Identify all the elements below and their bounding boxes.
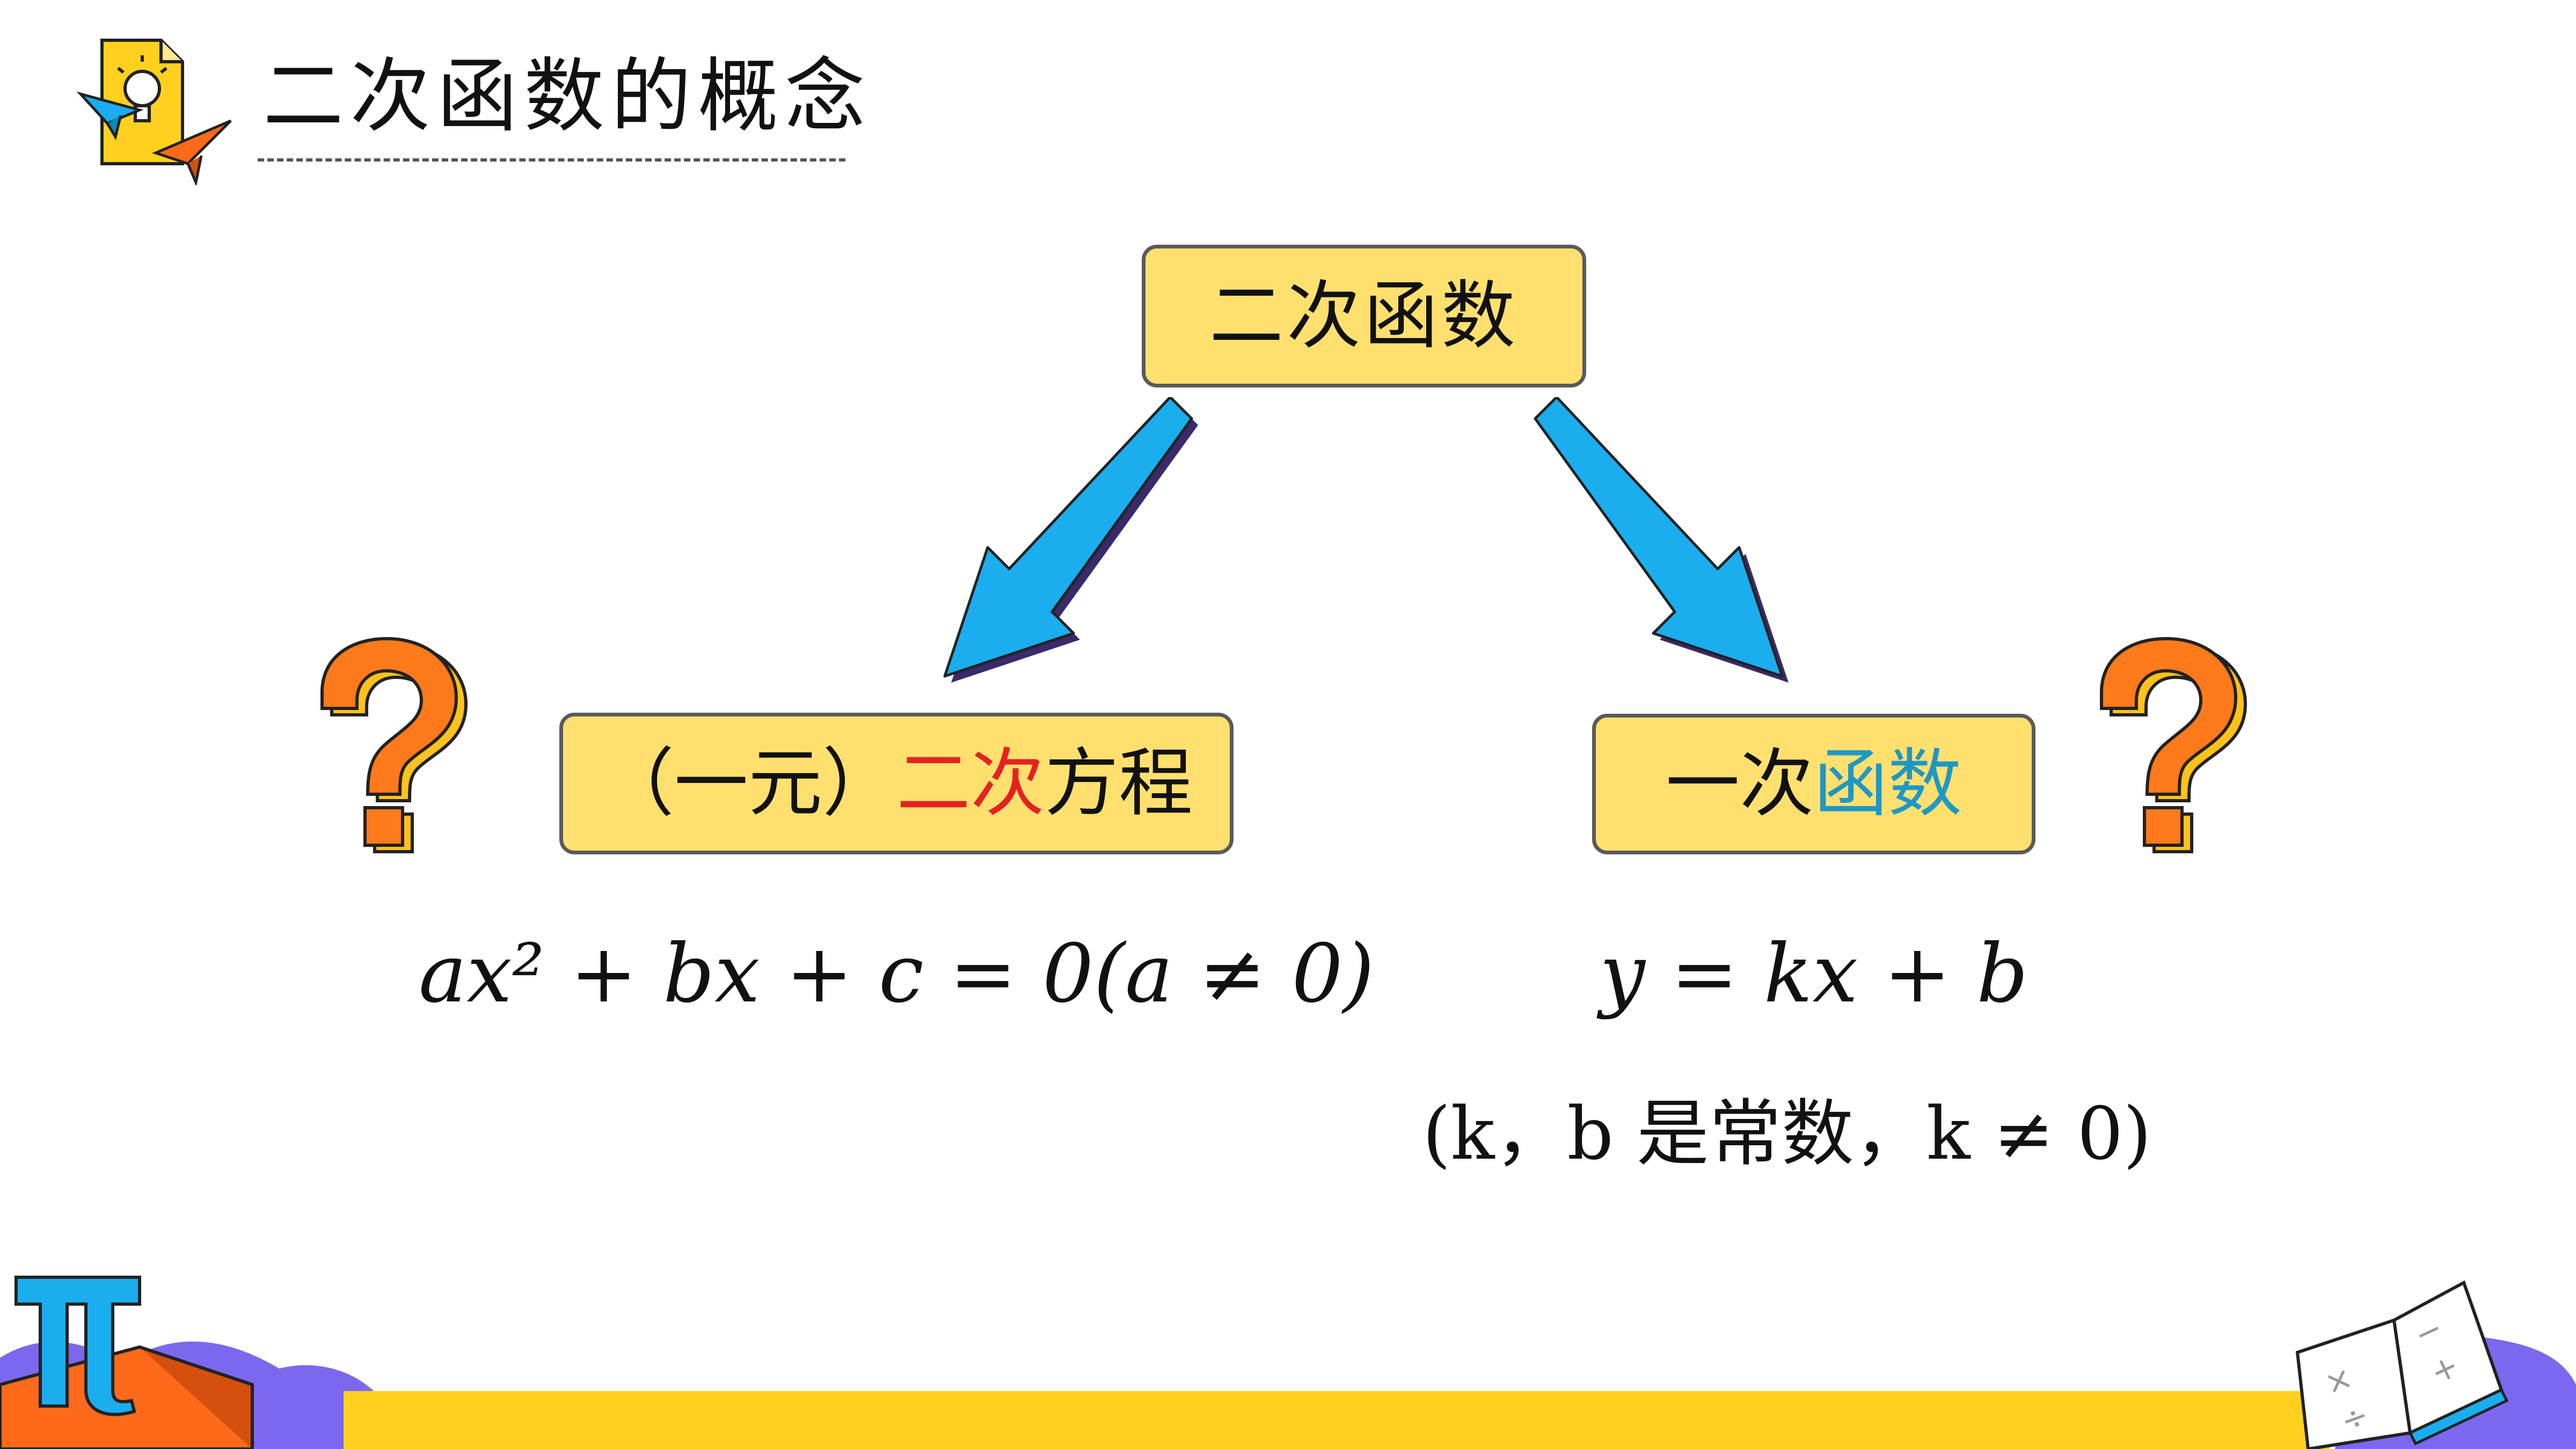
footer-band: [344, 1391, 2330, 1449]
page-title: 二次函数的概念: [263, 50, 872, 143]
quadratic-equation-formula: ax² + bx + c = 0(a ≠ 0): [419, 927, 1375, 1021]
question-mark-left-icon: [320, 636, 468, 853]
quadratic-function-box: 二次函数: [1142, 245, 1586, 387]
quadratic-equation-box: （一元）二次方程: [559, 713, 1234, 854]
quadratic-function-label: 二次函数: [1209, 273, 1519, 359]
linear-function-box: 一次函数: [1592, 714, 2035, 854]
pi-symbol-icon: [14, 1276, 141, 1416]
quadratic-equation-highlight: 二次: [896, 740, 1045, 826]
title-divider: [258, 158, 845, 162]
linear-function-condition: (k，b 是常数，k ≠ 0): [1422, 1092, 2152, 1176]
quadratic-equation-prefix: （一元）: [600, 740, 896, 826]
linear-function-prefix: 一次: [1665, 741, 1814, 827]
footer-left-decoration: [0, 1341, 386, 1449]
quadratic-equation-suffix: 方程: [1045, 740, 1193, 826]
open-book-icon: × ÷ − +: [2295, 1280, 2509, 1449]
lightbulb-note-icon: [76, 39, 232, 185]
question-mark-right-icon: [2100, 636, 2247, 853]
linear-function-highlight: 函数: [1814, 741, 1962, 827]
linear-function-formula: y = kx + b: [1600, 927, 2028, 1021]
arrow-left-down-icon: [943, 397, 1198, 683]
arrow-right-down-icon: [1534, 397, 1789, 683]
